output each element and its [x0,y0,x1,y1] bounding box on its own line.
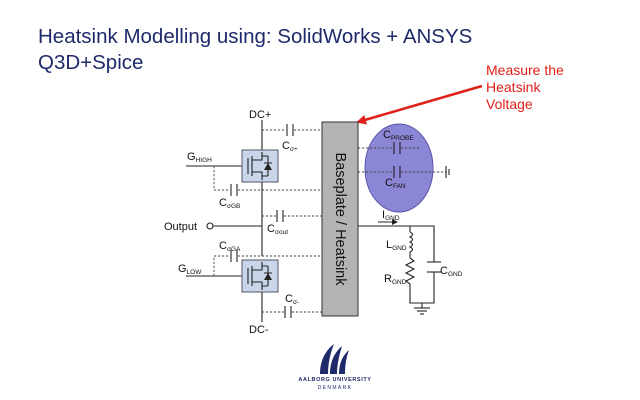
dc-minus-label: DC- [249,324,269,336]
i-gnd-arrowhead [392,219,398,225]
l-gnd-inductor [408,231,414,258]
g-low-label: GLOW [178,263,202,276]
l-gnd-label: LGND [386,239,407,252]
output-terminal [206,222,214,230]
c-sigma-ga-capacitor [230,250,238,262]
heatsink-label: Baseplate / Heatsink [332,153,348,287]
c-sigma-gb-label: CσGB [219,197,240,210]
measure-arrow [356,84,483,125]
annotation-line-1: Measure the [486,62,564,78]
c-fan-capacitor [393,166,401,178]
r-gnd-resistor [404,257,416,298]
annotation-line-2: Heatsink [486,79,541,95]
university-country: DENMARK [317,385,353,391]
slide-title: Heatsink Modelling using: SolidWorks + A… [38,24,518,76]
low-side-mosfet [241,259,279,293]
c-probe-capacitor [393,142,401,154]
title-line-1: Heatsink Modelling using: SolidWorks + A… [38,25,473,48]
high-side-mosfet [241,149,279,183]
c-sigma-minus-label: Cσ- [285,293,299,306]
c-probe-label: CPROBE [383,129,414,142]
c-sigma-plus-capacitor [286,124,294,136]
measure-annotation: Measure the Heatsink Voltage [486,62,626,113]
c-sigma-gb-capacitor [230,184,238,196]
annotation-line-3: Voltage [486,96,533,112]
c-sigma-ga-link [213,255,322,276]
c-sigma-ga-label: CσGA [219,240,241,253]
c-sigma-minus-capacitor [284,306,292,318]
r-gnd-label: RGND [384,273,407,286]
ground-branch-wire [358,225,435,308]
c-sigma-plus-label: Cσ+ [282,140,298,153]
title-line-2: Q3D+Spice [38,51,144,74]
c-fan-label: CFAN [385,177,406,190]
c-gnd-capacitor [427,261,441,273]
baseplate-heatsink-block [321,121,359,317]
university-logo-icon [320,344,349,374]
g-high-label: GHIGH [187,151,212,164]
ground-symbol [414,307,430,315]
c-sigma-out-label: Cσout [267,223,288,236]
i-gnd-label: IGND [382,209,400,222]
c-sigma-gb-link [213,166,322,191]
probe-fan-ellipse [364,123,434,213]
output-label: Output [164,221,197,233]
dc-plus-label: DC+ [249,109,271,121]
c-sigma-out-capacitor [276,210,284,222]
university-name: AALBORG UNIVERSITY [298,377,372,383]
c-gnd-label: CGND [440,265,463,278]
fan-ground-symbol [445,166,450,178]
